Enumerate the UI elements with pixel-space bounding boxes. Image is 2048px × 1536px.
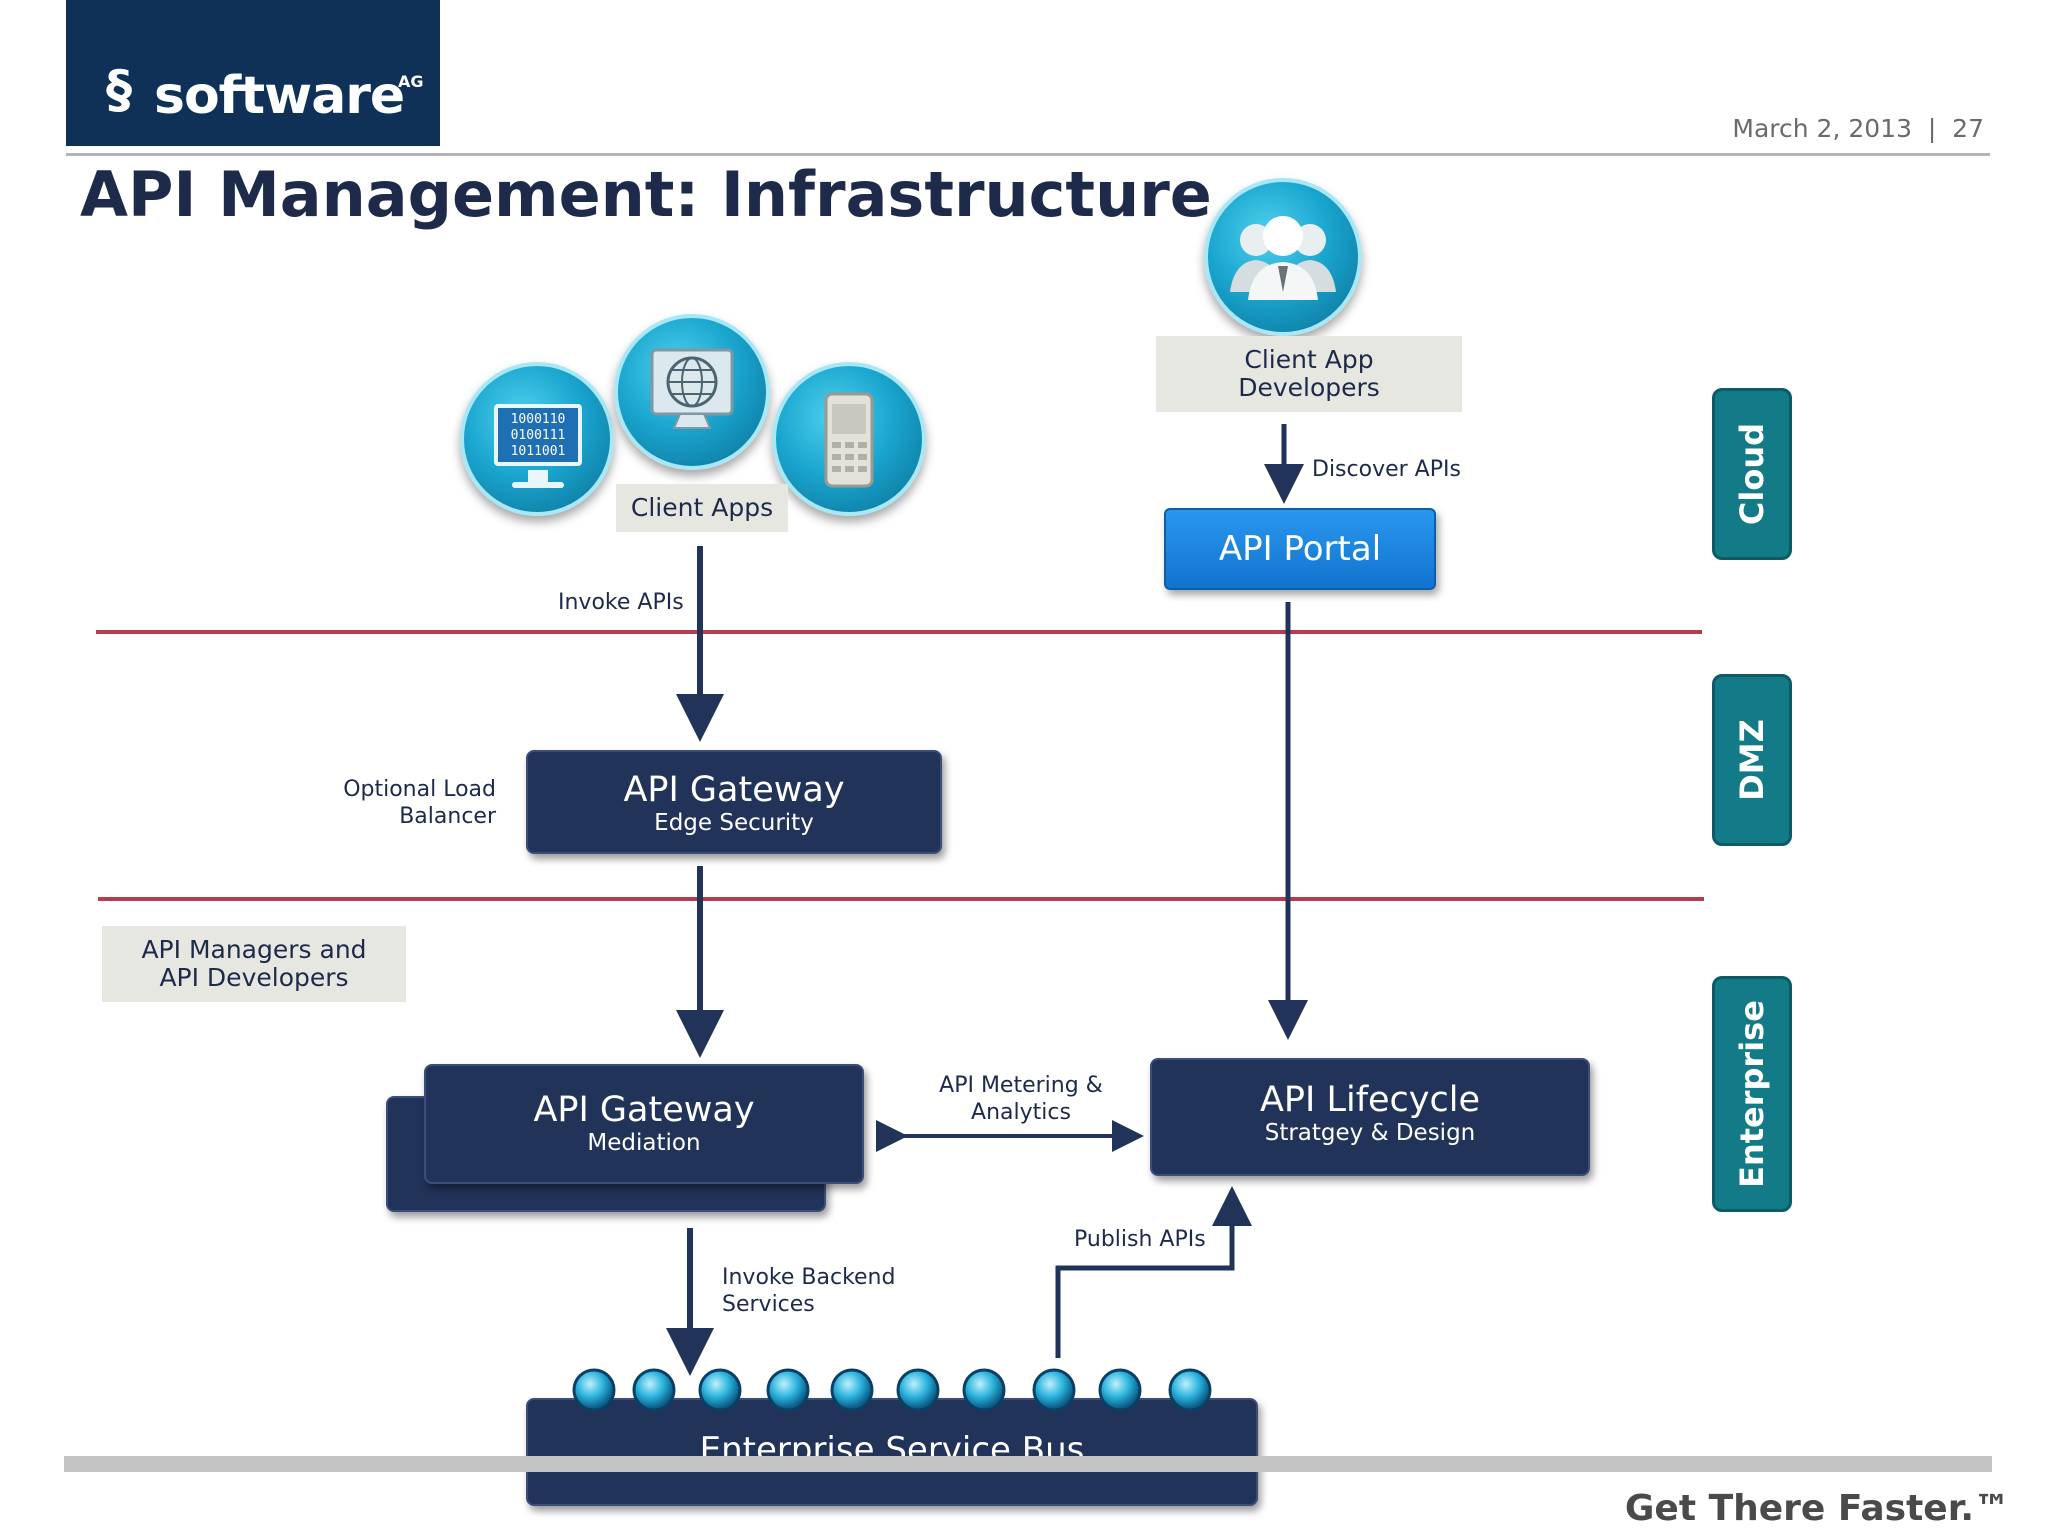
invoke-backend-label: Invoke Backend Services — [722, 1264, 895, 1318]
client-app-developers-label: Client App Developers — [1156, 336, 1462, 412]
api-managers-line: API Developers — [159, 963, 349, 992]
invoke-backend-line: Services — [722, 1292, 815, 1317]
dmz-enterprise-boundary — [98, 897, 1704, 901]
esb-connector-icon — [830, 1368, 874, 1412]
api-managers-label: API Managers and API Developers — [102, 926, 406, 1002]
publish-apis-label: Publish APIs — [1074, 1227, 1206, 1252]
api-gateway-mediation-title: API Gateway — [533, 1090, 755, 1130]
esb-connector-icon — [896, 1368, 940, 1412]
zone-tab-enterprise: Enterprise — [1712, 976, 1792, 1212]
api-lifecycle-subtitle: Stratgey & Design — [1264, 1120, 1476, 1146]
api-gateway-edge-box: API Gateway Edge Security — [526, 750, 942, 854]
api-gateway-edge-subtitle: Edge Security — [654, 810, 814, 836]
api-gateway-mediation-box: API Gateway Mediation — [424, 1064, 864, 1184]
api-managers-line: API Managers and — [141, 935, 367, 964]
logo-mark-icon: § — [106, 60, 132, 120]
client-apps-label: Client Apps — [616, 484, 788, 532]
mobile-phone-icon — [772, 362, 926, 516]
metering-analytics-line: Analytics — [971, 1100, 1071, 1125]
header-divider — [66, 153, 1990, 156]
invoke-backend-line: Invoke Backend — [722, 1265, 896, 1290]
footer-divider — [64, 1456, 1992, 1472]
esb-connector-row — [568, 1364, 1228, 1416]
metering-analytics-label: API Metering & Analytics — [916, 1072, 1126, 1126]
slide-title: API Management: Infrastructure — [80, 158, 1212, 231]
client-app-developers-line: Client App — [1244, 345, 1374, 374]
discover-apis-label: Discover APIs — [1312, 457, 1461, 482]
logo-suffix: AG — [398, 72, 424, 91]
software-ag-logo: § software AG — [66, 0, 440, 146]
api-lifecycle-title: API Lifecycle — [1259, 1080, 1481, 1120]
optional-load-balancer-line: Optional Load — [343, 777, 496, 802]
esb-box: Enterprise Service Bus — [526, 1398, 1258, 1506]
esb-connector-icon — [572, 1368, 616, 1412]
esb-connector-icon — [698, 1368, 742, 1412]
cloud-dmz-boundary — [96, 630, 1702, 634]
publish-apis-arrow — [1055, 1186, 1252, 1358]
tagline: Get There Faster.™ — [1624, 1488, 2010, 1529]
esb-connector-icon — [962, 1368, 1006, 1412]
logo-wordmark: software — [154, 66, 405, 126]
binary-line: 1011001 — [510, 444, 566, 459]
date-page-number: March 2, 2013 | 27 — [1732, 114, 1984, 143]
optional-load-balancer-label: Optional Load Balancer — [330, 776, 496, 830]
binary-line: 1000110 — [510, 412, 566, 427]
api-gateway-edge-title: API Gateway — [623, 770, 845, 810]
zone-tab-dmz: DMZ — [1712, 674, 1792, 846]
developers-group-icon — [1204, 178, 1362, 336]
api-gateway-mediation-subtitle: Mediation — [587, 1130, 701, 1156]
api-lifecycle-box: API Lifecycle Stratgey & Design — [1150, 1058, 1590, 1176]
client-app-developers-line: Developers — [1238, 373, 1380, 402]
esb-connector-icon — [1098, 1368, 1142, 1412]
zone-tab-cloud: Cloud — [1712, 388, 1792, 560]
api-portal-box: API Portal — [1164, 508, 1436, 590]
metering-analytics-line: API Metering & — [939, 1073, 1103, 1098]
optional-load-balancer-line: Balancer — [399, 804, 496, 829]
globe-monitor-icon — [614, 314, 770, 470]
esb-connector-icon — [766, 1368, 810, 1412]
invoke-apis-label: Invoke APIs — [558, 590, 684, 615]
binary-line: 0100111 — [510, 428, 566, 443]
binary-data-icon: 1000110 0100111 1011001 — [460, 362, 614, 516]
esb-connector-icon — [1168, 1368, 1212, 1412]
esb-connector-icon — [632, 1368, 676, 1412]
esb-connector-icon — [1032, 1368, 1076, 1412]
